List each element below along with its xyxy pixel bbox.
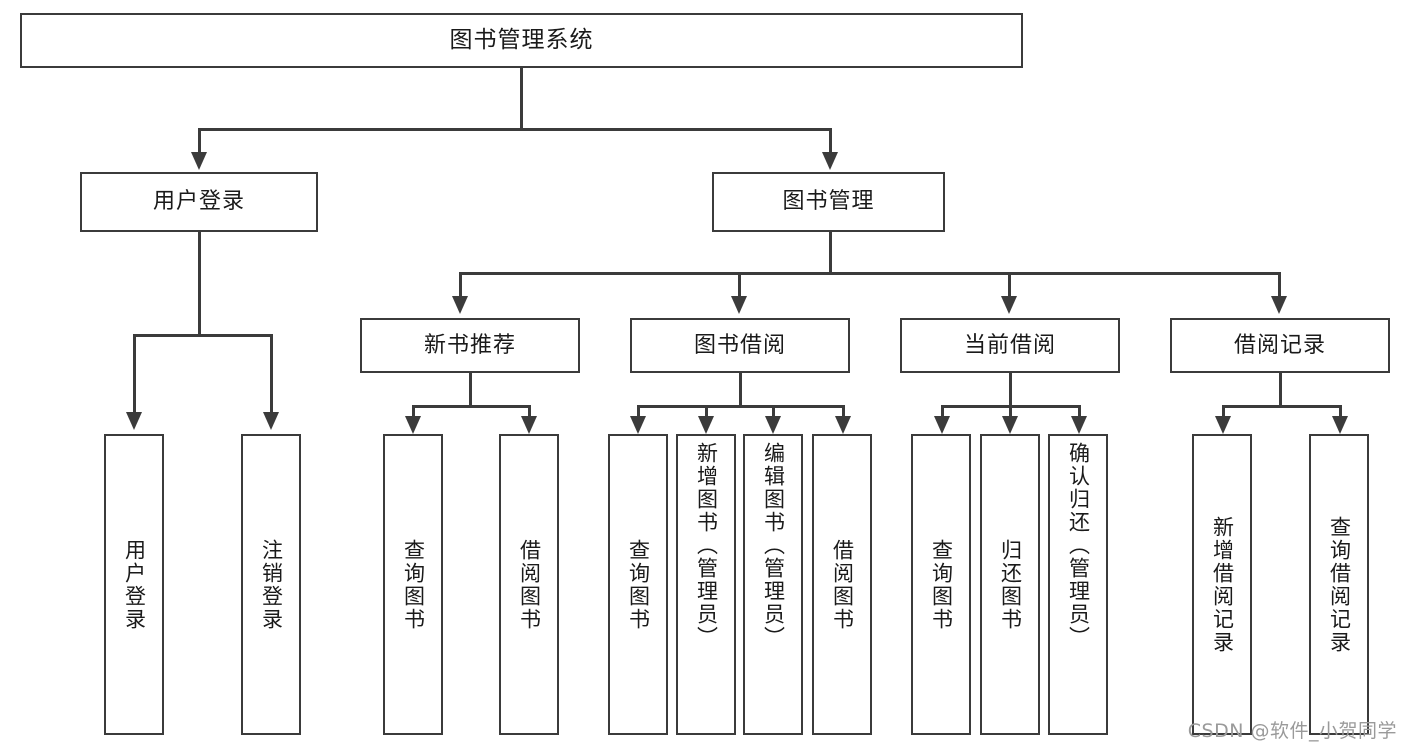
arrow-to-new-book xyxy=(452,296,468,314)
arrow-new-book-l1 xyxy=(405,416,421,434)
node-label: 查询图书 xyxy=(401,538,426,631)
arrow-book-borrow-l1 xyxy=(630,416,646,434)
node-label: 图书管理 xyxy=(782,189,875,215)
node-new-book-recommend[interactable]: 新书推荐 xyxy=(360,318,580,373)
connector-new-book-l2 xyxy=(528,405,531,419)
node-label: 图书管理系统 xyxy=(449,27,594,54)
node-label: 新书推荐 xyxy=(423,332,516,358)
node-root-system[interactable]: 图书管理系统 xyxy=(20,13,1023,68)
connector-user-login-right xyxy=(270,334,273,414)
connector-book-borrow-bus xyxy=(637,405,842,408)
leaf-borrow-book[interactable]: 借阅图书 xyxy=(812,434,872,735)
arrow-to-book-mgmt xyxy=(822,152,838,170)
connector-root-to-book-mgmt xyxy=(829,128,832,156)
node-label: 查询图书 xyxy=(929,538,954,631)
arrow-book-borrow-l3 xyxy=(765,416,781,434)
connector-new-book-l1 xyxy=(412,405,415,419)
arrow-current-borrow-l2 xyxy=(1002,416,1018,434)
connector-to-current-borrow xyxy=(1008,272,1011,300)
connector-user-login-left xyxy=(133,334,136,414)
connector-to-book-borrow xyxy=(738,272,741,300)
connector-user-login-stem xyxy=(198,232,201,334)
connector-to-borrow-record xyxy=(1278,272,1281,300)
arrow-current-borrow-l1 xyxy=(934,416,950,434)
connector-current-borrow-stem xyxy=(1009,373,1012,405)
connector-borrow-record-l2 xyxy=(1339,405,1342,419)
watermark: CSDN @软件_小贺同学 xyxy=(1187,720,1397,742)
arrow-to-current-borrow xyxy=(1001,296,1017,314)
node-label: 注销登录 xyxy=(259,538,284,631)
connector-book-borrow-l4 xyxy=(842,405,845,419)
arrow-book-borrow-l4 xyxy=(835,416,851,434)
connector-root-to-user-login xyxy=(198,128,201,156)
node-label: 借阅图书 xyxy=(830,538,855,631)
node-label: 当前借阅 xyxy=(963,332,1056,358)
connector-borrow-record-stem xyxy=(1279,373,1282,405)
connector-borrow-record-l1 xyxy=(1222,405,1225,419)
leaf-add-book-admin[interactable]: 新增图书（管理员） xyxy=(676,434,736,735)
connector-root-stem xyxy=(520,68,523,128)
node-label: 借阅图书 xyxy=(517,538,542,631)
leaf-add-borrow-record[interactable]: 新增借阅记录 xyxy=(1192,434,1252,735)
node-label: 归还图书 xyxy=(998,538,1023,631)
arrow-to-leaf-logout xyxy=(263,412,279,430)
arrow-current-borrow-l3 xyxy=(1071,416,1087,434)
leaf-query-book-current[interactable]: 查询图书 xyxy=(911,434,971,735)
connector-new-book-bus xyxy=(412,405,528,408)
node-borrow-record[interactable]: 借阅记录 xyxy=(1170,318,1390,373)
connector-user-login-bus xyxy=(133,334,270,337)
node-user-login[interactable]: 用户登录 xyxy=(80,172,318,232)
arrow-borrow-record-l1 xyxy=(1215,416,1231,434)
connector-book-borrow-l1 xyxy=(637,405,640,419)
node-label: 图书借阅 xyxy=(693,332,786,358)
leaf-user-login[interactable]: 用户登录 xyxy=(104,434,164,735)
leaf-query-book-new[interactable]: 查询图书 xyxy=(383,434,443,735)
node-label: 新增图书（管理员） xyxy=(694,442,719,649)
connector-current-borrow-l3 xyxy=(1078,405,1081,419)
connector-current-borrow-l2 xyxy=(1009,405,1012,419)
arrow-borrow-record-l2 xyxy=(1332,416,1348,434)
connector-root-bus xyxy=(198,128,831,131)
connector-to-new-book xyxy=(459,272,462,300)
node-label: 确认归还（管理员） xyxy=(1066,442,1091,649)
leaf-logout[interactable]: 注销登录 xyxy=(241,434,301,735)
arrow-to-book-borrow xyxy=(731,296,747,314)
arrow-to-borrow-record xyxy=(1271,296,1287,314)
node-label: 查询图书 xyxy=(626,538,651,631)
connector-book-mgmt-stem xyxy=(829,232,832,272)
connector-new-book-stem xyxy=(469,373,472,405)
node-label: 新增借阅记录 xyxy=(1210,515,1235,654)
arrow-book-borrow-l2 xyxy=(698,416,714,434)
leaf-confirm-return-admin[interactable]: 确认归还（管理员） xyxy=(1048,434,1108,735)
node-current-borrow[interactable]: 当前借阅 xyxy=(900,318,1120,373)
connector-borrow-record-bus xyxy=(1222,405,1339,408)
connector-current-borrow-l1 xyxy=(941,405,944,419)
node-book-management[interactable]: 图书管理 xyxy=(712,172,945,232)
leaf-borrow-book-new[interactable]: 借阅图书 xyxy=(499,434,559,735)
node-label: 用户登录 xyxy=(122,538,147,631)
connector-book-borrow-l2 xyxy=(705,405,708,419)
leaf-query-book-borrow[interactable]: 查询图书 xyxy=(608,434,668,735)
leaf-edit-book-admin[interactable]: 编辑图书（管理员） xyxy=(743,434,803,735)
node-label: 用户登录 xyxy=(152,189,245,215)
leaf-return-book[interactable]: 归还图书 xyxy=(980,434,1040,735)
leaf-query-borrow-record[interactable]: 查询借阅记录 xyxy=(1309,434,1369,735)
connector-book-borrow-l3 xyxy=(772,405,775,419)
node-label: 查询借阅记录 xyxy=(1327,515,1352,654)
connector-book-borrow-stem xyxy=(739,373,742,405)
arrow-to-leaf-user-login xyxy=(126,412,142,430)
arrow-new-book-l2 xyxy=(521,416,537,434)
connector-book-mgmt-bus xyxy=(459,272,1281,275)
node-label: 编辑图书（管理员） xyxy=(761,442,786,649)
arrow-to-user-login xyxy=(191,152,207,170)
node-label: 借阅记录 xyxy=(1233,332,1326,358)
node-book-borrow[interactable]: 图书借阅 xyxy=(630,318,850,373)
